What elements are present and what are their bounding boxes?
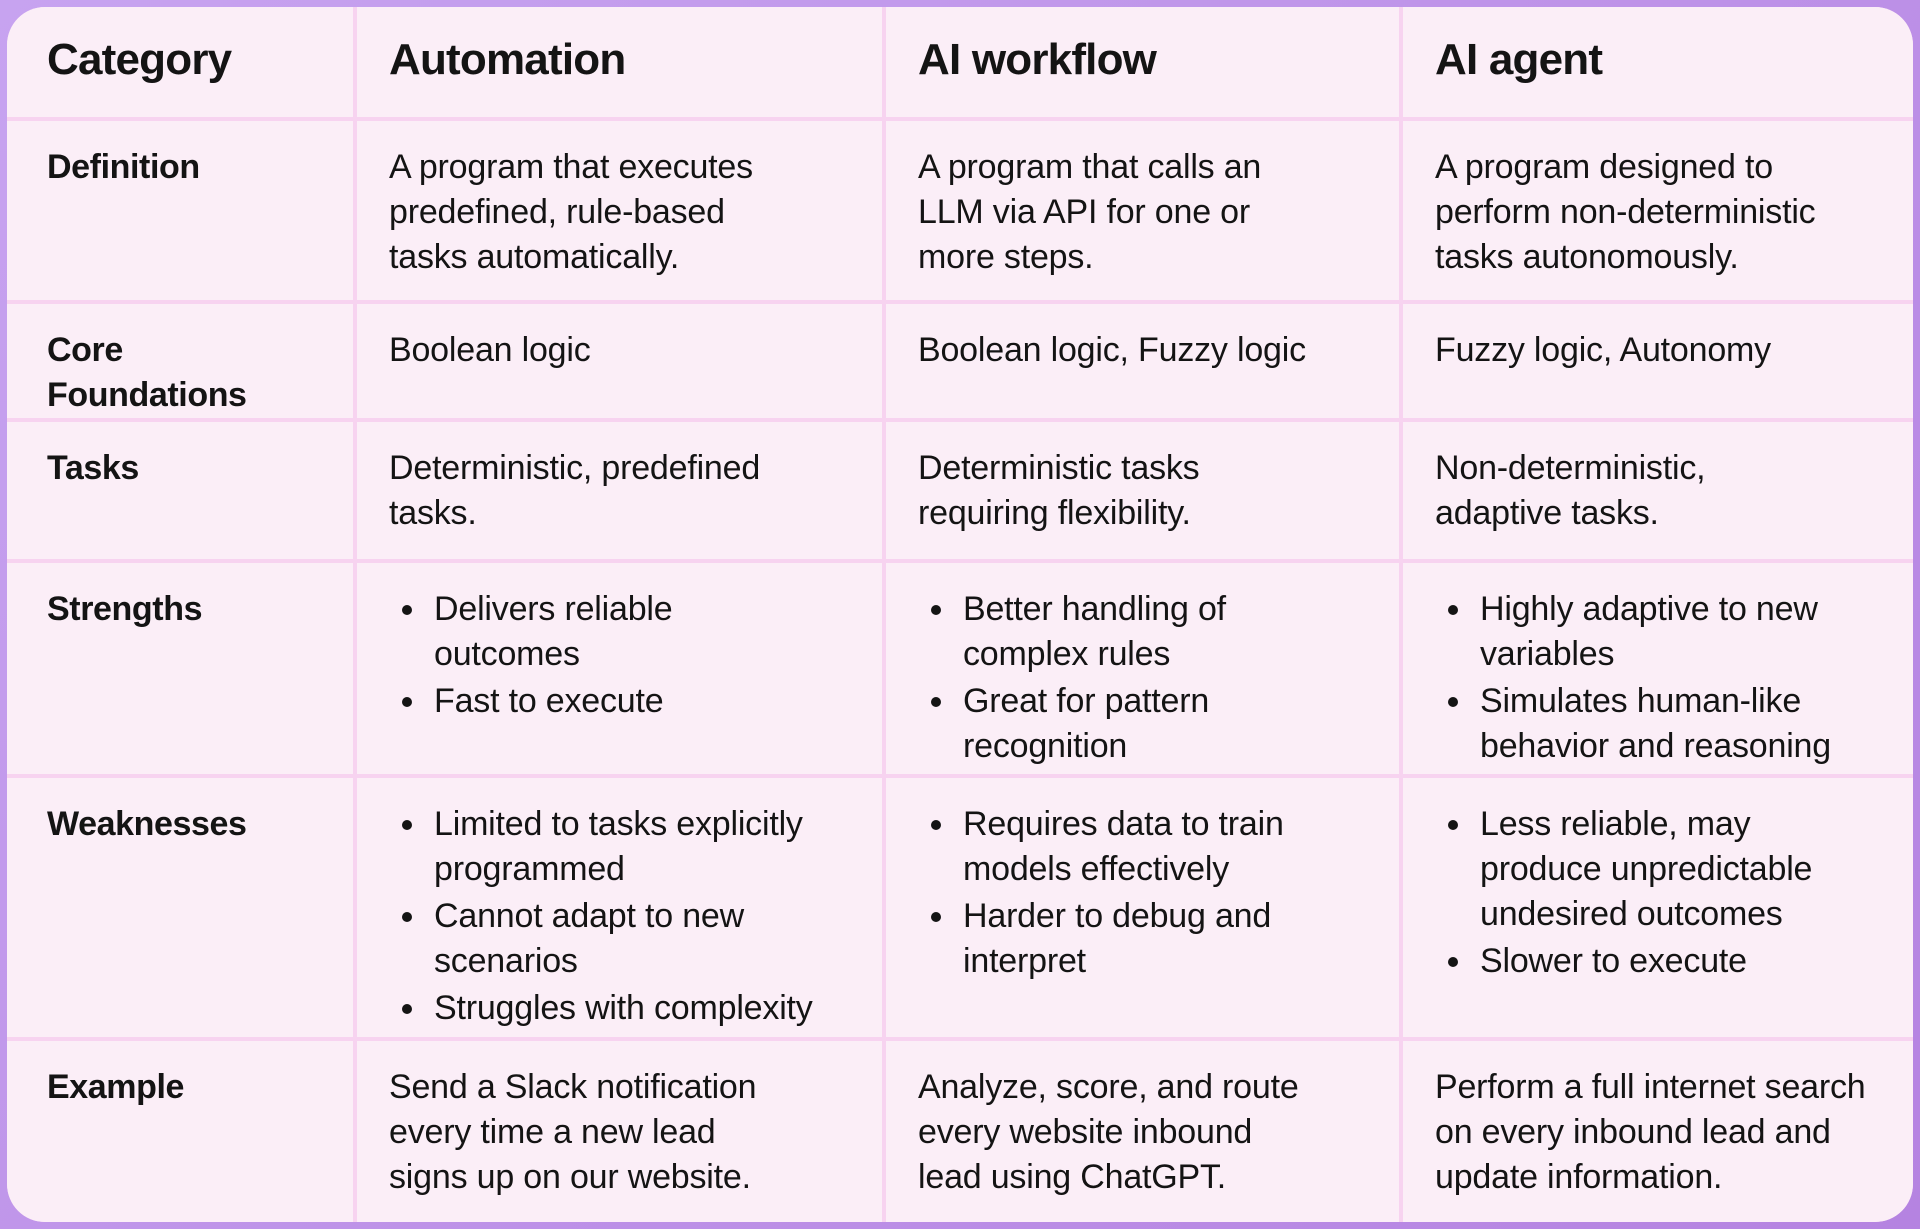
column-header-ai-agent: AI agent — [1403, 7, 1913, 117]
cell-strengths-automation: Delivers reliable outcomes Fast to execu… — [357, 563, 882, 774]
cell-text: Deterministic tasks requiring flexibilit… — [918, 449, 1200, 532]
cell-text: A program that executes predefined, rule… — [389, 148, 753, 276]
comparison-table: Category Automation AI workflow AI agent… — [7, 7, 1913, 1222]
cell-tasks-automation: Deterministic, predefined tasks. — [357, 422, 882, 559]
cell-text: Perform a full internet search on every … — [1435, 1068, 1866, 1196]
column-header-category: Category — [7, 7, 353, 117]
bullet-item: Better handling of complex rules — [958, 587, 1375, 677]
bullet-list: Less reliable, may produce unpredictable… — [1435, 802, 1889, 984]
column-header-automation: Automation — [357, 7, 882, 117]
cell-text: A program that calls an LLM via API for … — [918, 148, 1262, 276]
bullet-list: Better handling of complex rules Great f… — [918, 587, 1375, 769]
cell-text: Analyze, score, and route every website … — [918, 1068, 1299, 1196]
column-header-ai-workflow: AI workflow — [886, 7, 1399, 117]
bullet-item: Delivers reliable outcomes — [429, 587, 858, 677]
row-label-weaknesses-text: Weaknesses — [47, 805, 247, 843]
row-label-definition-text: Definition — [47, 148, 200, 186]
cell-text: Send a Slack notification every time a n… — [389, 1068, 757, 1196]
bullet-item: Limited to tasks explicitly programmed — [429, 802, 858, 892]
bullet-item: Less reliable, may produce unpredictable… — [1475, 802, 1889, 937]
cell-weaknesses-ai-agent: Less reliable, may produce unpredictable… — [1403, 778, 1913, 1037]
cell-tasks-ai-workflow: Deterministic tasks requiring flexibilit… — [886, 422, 1399, 559]
row-label-weaknesses: Weaknesses — [7, 778, 353, 1037]
row-label-example: Example — [7, 1041, 353, 1222]
bullet-list: Requires data to train models effectivel… — [918, 802, 1375, 984]
bullet-item: Harder to debug and interpret — [958, 894, 1375, 984]
cell-text: A program designed to perform non-determ… — [1435, 148, 1816, 276]
bullet-list: Highly adaptive to new variables Simulat… — [1435, 587, 1889, 769]
row-label-core-foundations-text: Core Foundations — [47, 331, 247, 414]
bullet-item: Struggles with complexity — [429, 986, 858, 1031]
bullet-item: Slower to execute — [1475, 939, 1889, 984]
column-header-automation-text: Automation — [389, 34, 626, 84]
cell-strengths-ai-agent: Highly adaptive to new variables Simulat… — [1403, 563, 1913, 774]
cell-core-foundations-ai-workflow: Boolean logic, Fuzzy logic — [886, 304, 1399, 418]
cell-core-foundations-automation: Boolean logic — [357, 304, 882, 418]
cell-strengths-ai-workflow: Better handling of complex rules Great f… — [886, 563, 1399, 774]
bullet-list: Delivers reliable outcomes Fast to execu… — [389, 587, 858, 724]
row-label-strengths: Strengths — [7, 563, 353, 774]
row-label-strengths-text: Strengths — [47, 590, 203, 628]
cell-text: Deterministic, predefined tasks. — [389, 449, 761, 532]
column-header-ai-agent-text: AI agent — [1435, 34, 1603, 84]
bullet-item: Requires data to train models effectivel… — [958, 802, 1375, 892]
bullet-item: Cannot adapt to new scenarios — [429, 894, 858, 984]
cell-example-ai-agent: Perform a full internet search on every … — [1403, 1041, 1913, 1222]
bullet-list: Limited to tasks explicitly programmed C… — [389, 802, 858, 1031]
cell-text: Fuzzy logic, Autonomy — [1435, 331, 1771, 369]
cell-weaknesses-ai-workflow: Requires data to train models effectivel… — [886, 778, 1399, 1037]
cell-core-foundations-ai-agent: Fuzzy logic, Autonomy — [1403, 304, 1913, 418]
row-label-tasks: Tasks — [7, 422, 353, 559]
cell-definition-ai-workflow: A program that calls an LLM via API for … — [886, 121, 1399, 300]
bullet-item: Highly adaptive to new variables — [1475, 587, 1889, 677]
bullet-item: Simulates human-like behavior and reason… — [1475, 679, 1889, 769]
cell-weaknesses-automation: Limited to tasks explicitly programmed C… — [357, 778, 882, 1037]
column-header-ai-workflow-text: AI workflow — [918, 34, 1157, 84]
bullet-item: Fast to execute — [429, 679, 858, 724]
bullet-item: Great for pattern recognition — [958, 679, 1375, 769]
cell-text: Non-deterministic, adaptive tasks. — [1435, 449, 1706, 532]
row-label-tasks-text: Tasks — [47, 449, 139, 487]
cell-example-automation: Send a Slack notification every time a n… — [357, 1041, 882, 1222]
row-label-example-text: Example — [47, 1068, 185, 1106]
cell-tasks-ai-agent: Non-deterministic, adaptive tasks. — [1403, 422, 1913, 559]
cell-definition-ai-agent: A program designed to perform non-determ… — [1403, 121, 1913, 300]
column-header-category-text: Category — [47, 34, 232, 84]
cell-text: Boolean logic, Fuzzy logic — [918, 331, 1306, 369]
row-label-definition: Definition — [7, 121, 353, 300]
cell-text: Boolean logic — [389, 331, 591, 369]
cell-definition-automation: A program that executes predefined, rule… — [357, 121, 882, 300]
cell-example-ai-workflow: Analyze, score, and route every website … — [886, 1041, 1399, 1222]
row-label-core-foundations: Core Foundations — [7, 304, 353, 418]
